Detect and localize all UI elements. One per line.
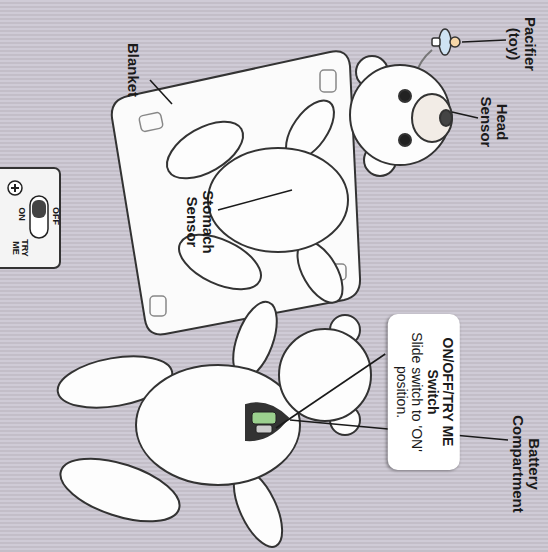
leader-line: [452, 112, 478, 118]
bear-lying: [158, 50, 452, 310]
leader-line: [276, 354, 385, 428]
leader-line: [218, 190, 292, 210]
switch-label: TRY ME: [11, 233, 30, 263]
part-label: Blanket: [125, 30, 141, 110]
part-label: Pacifier (toy): [506, 4, 538, 84]
callout-box: ON/OFF/TRY ME SwitchSlide switch to 'ON'…: [388, 314, 460, 470]
switch-label: ON: [16, 199, 25, 229]
switch-panel: [0, 168, 60, 268]
leader-line: [150, 80, 172, 104]
blanket: [112, 51, 360, 334]
callout-note: Slide switch to 'ON' position.: [393, 322, 424, 462]
bear-back: [53, 296, 371, 552]
part-label: Battery Compartment: [510, 409, 542, 519]
switch-label: OFF: [50, 201, 59, 231]
part-label: Stomach Sensor: [184, 182, 216, 262]
part-label: Head Sensor: [478, 92, 510, 152]
callout-heading: ON/OFF/TRY ME Switch: [424, 322, 455, 462]
leader-line: [462, 40, 506, 42]
pacifier: [432, 29, 460, 55]
